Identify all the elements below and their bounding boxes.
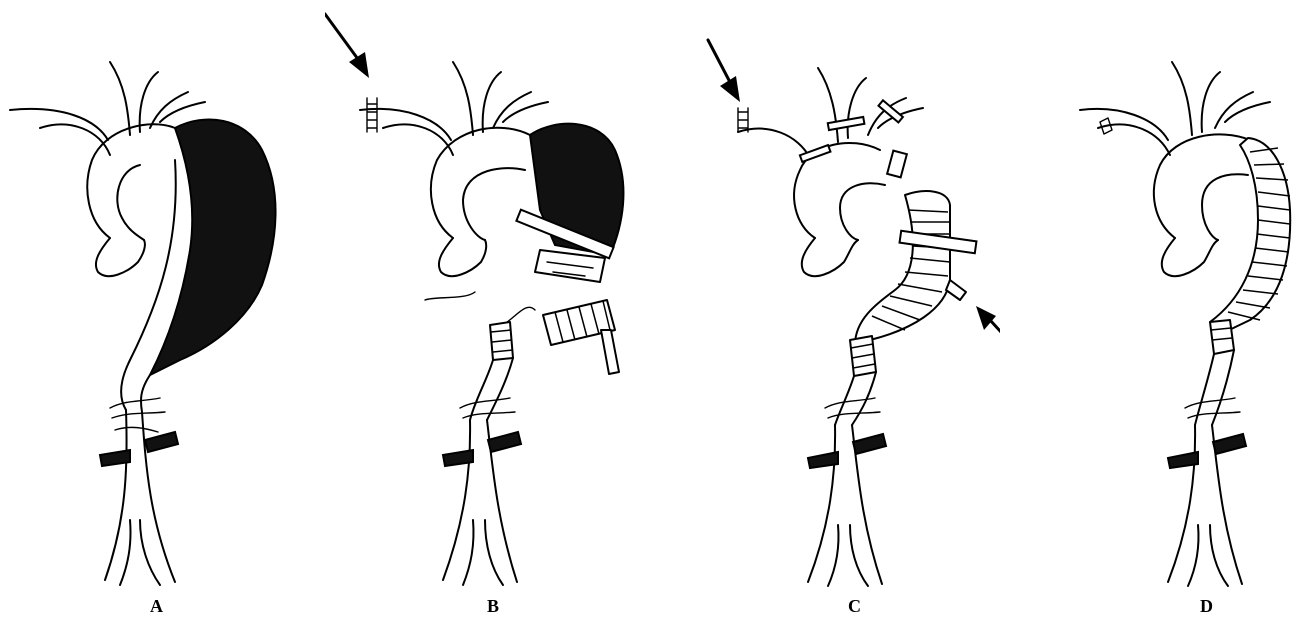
visceral-branches (110, 398, 165, 432)
iliac-bifurcation (1188, 525, 1228, 586)
visceral-branches (1185, 398, 1240, 418)
aortic-graft (855, 191, 950, 345)
arrow-head-right (976, 306, 996, 330)
panel-label-a: A (150, 596, 163, 617)
renal-artery-right (488, 432, 521, 452)
panel-c (650, 0, 1000, 621)
renal-artery-right (1213, 434, 1246, 454)
aortic-root (802, 238, 858, 276)
replacement-graft (1210, 138, 1290, 332)
panel-c-drawing (650, 0, 1000, 621)
aortic-root (96, 238, 145, 276)
panel-b (325, 0, 645, 621)
severed-tissue (425, 292, 535, 330)
left-carotid (1172, 62, 1220, 135)
brachiocephalic-trunk (10, 109, 110, 155)
arrow-pointer-top (708, 40, 732, 86)
brachiocephalic-trunk (738, 129, 810, 158)
aneurysm-sac (150, 119, 276, 375)
arrow-head-top (720, 76, 740, 102)
panel-label-d: D (1200, 596, 1213, 617)
panel-label-c: C (848, 596, 861, 617)
panel-d (1010, 0, 1298, 621)
panel-label-b: B (487, 596, 499, 617)
renal-artery-left (1168, 452, 1198, 468)
aortic-root (439, 238, 486, 276)
aortic-arch-inner (840, 183, 885, 240)
descending-aorta-right (141, 375, 150, 412)
clamp-arch (887, 151, 907, 178)
brachiocephalic-trunk (360, 109, 453, 155)
aortic-root (1162, 238, 1218, 276)
panel-b-drawing (325, 0, 645, 621)
aortic-arch-inner (463, 168, 525, 240)
aortic-arch-inner (1202, 174, 1248, 240)
left-carotid (818, 68, 866, 142)
arrow-head-left (349, 52, 369, 78)
iliac-bifurcation (120, 520, 160, 585)
left-subclavian (1215, 92, 1270, 128)
arrow-pointer-right (990, 320, 1000, 355)
graft-distal-anastomosis (1210, 320, 1234, 354)
aortic-stump (535, 250, 605, 282)
ligated-vessel (367, 98, 377, 132)
clamp-brachiocephalic (800, 145, 831, 162)
descending-aorta-left (121, 160, 176, 410)
clamp-carotid (828, 117, 865, 130)
panel-d-drawing (1010, 0, 1298, 621)
branch-graft (601, 330, 619, 374)
iliac-bifurcation (828, 525, 868, 586)
renal-artery-left (443, 450, 473, 466)
renal-artery-right (853, 434, 886, 454)
brachiocephalic-trunk (1080, 109, 1170, 155)
visceral-branches (825, 398, 880, 418)
iliac-bifurcation (463, 520, 503, 585)
panel-a (0, 0, 320, 621)
descending-aorta (470, 358, 513, 420)
aortic-arch-inner (117, 165, 144, 240)
ligated-vessel (738, 108, 748, 132)
renal-artery-right (145, 432, 178, 452)
renal-artery-left (808, 452, 838, 468)
graft-side-branch (946, 280, 966, 300)
renal-artery-left (100, 450, 130, 466)
panel-a-drawing (0, 0, 320, 621)
left-subclavian (493, 92, 548, 128)
visceral-branches (460, 398, 515, 418)
